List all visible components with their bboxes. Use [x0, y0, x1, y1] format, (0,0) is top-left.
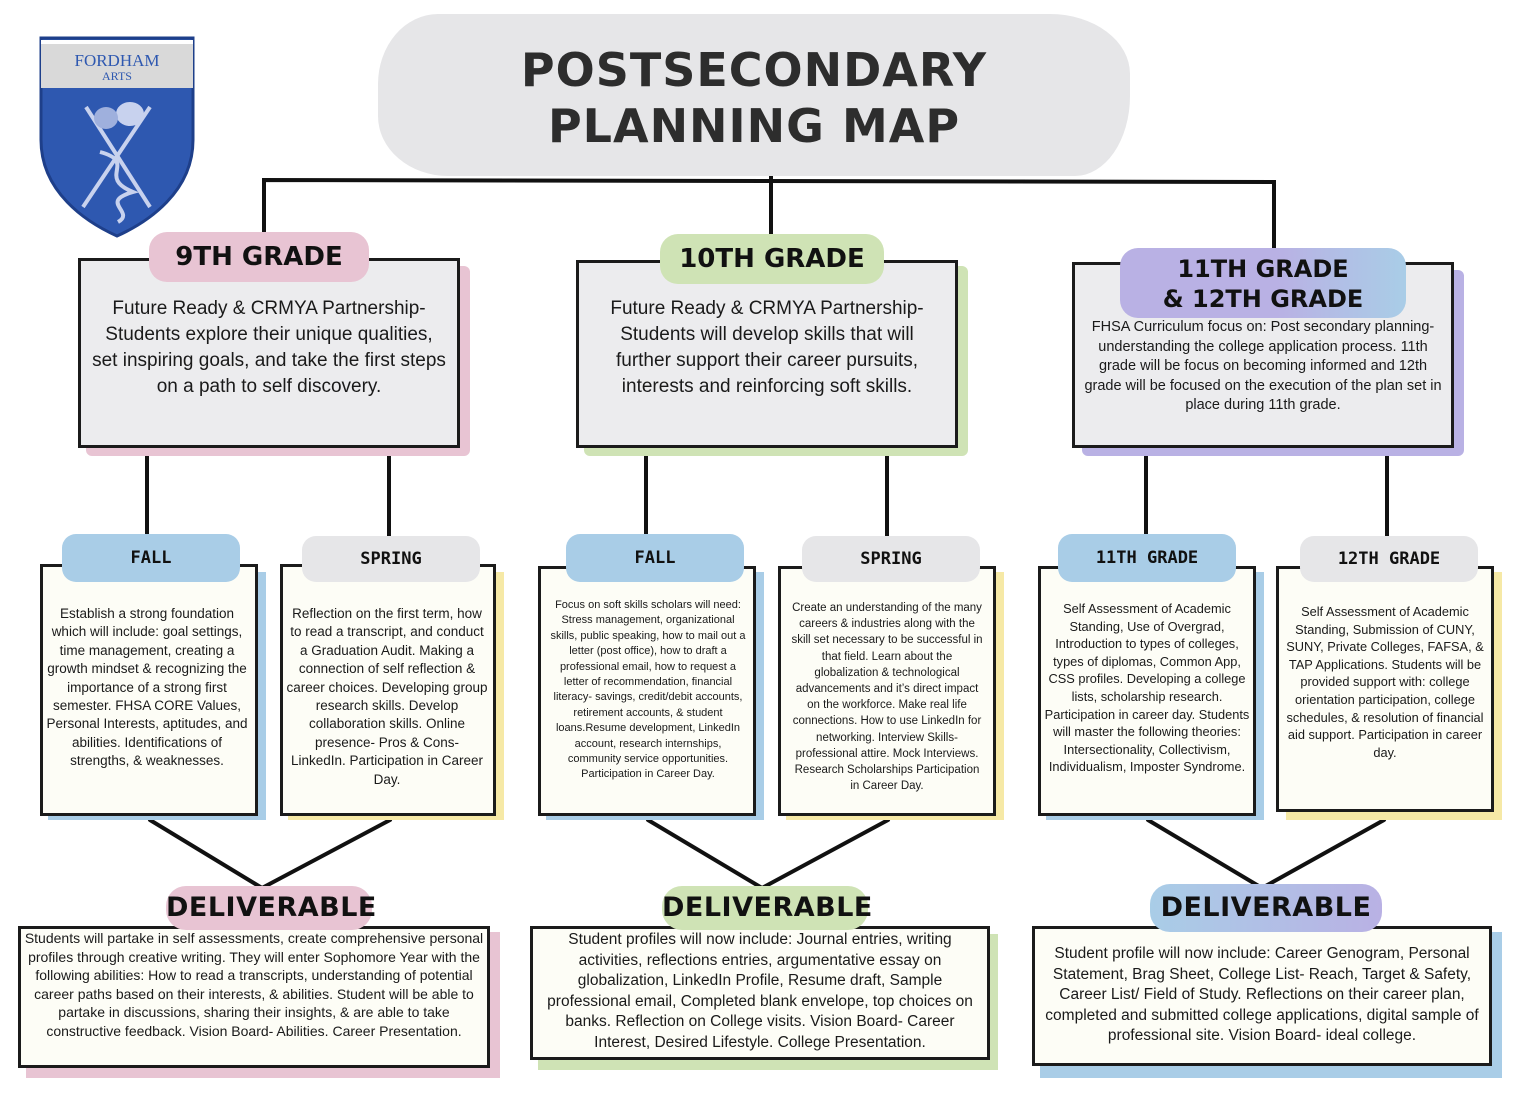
title-line-1: POSTSECONDARY	[520, 43, 988, 97]
grade10-spring-label: SPRING	[802, 536, 980, 582]
connector-9-deliverable	[148, 818, 392, 891]
grade10-spring-text: Create an understanding of the many care…	[791, 602, 983, 793]
grade11-label-line1: 11TH GRADE	[1177, 255, 1349, 283]
grade10-fall-box	[538, 566, 756, 816]
grade11-term-label: 11TH GRADE	[1058, 534, 1236, 582]
grade11-term-text: Self Assessment of Academic Standing, Us…	[1044, 601, 1250, 775]
grade9-deliverable-box	[18, 926, 490, 1068]
connector-10-deliverable	[646, 818, 890, 891]
connector-11-deliverable	[1146, 818, 1386, 891]
grade12-term-box	[1276, 566, 1494, 812]
grade9-fall-label: FALL	[62, 534, 240, 582]
grade10-box	[576, 260, 958, 448]
grade11-deliverable-text: Student profile will now include: Career…	[1045, 945, 1479, 1045]
grade9-spring-label: SPRING	[302, 536, 480, 582]
grade9-label: 9TH GRADE	[149, 232, 369, 282]
grade12-term-label: 12TH GRADE	[1300, 536, 1478, 582]
grade12-term-text: Self Assessment of Academic Standing, Su…	[1286, 604, 1484, 760]
grade9-deliverable-label: DELIVERABLE	[166, 886, 376, 930]
grade10-fall-label: FALL	[566, 534, 744, 582]
grade9-description: Future Ready & CRMYA Partnership- Studen…	[92, 298, 446, 397]
grade11-label: 11TH GRADE & 12TH GRADE	[1120, 248, 1406, 318]
grade10-fall-text: Focus on soft skills scholars will need:…	[550, 599, 746, 781]
grade10-deliverable-label: DELIVERABLE	[662, 886, 872, 930]
grade11-description: FHSA Curriculum focus on: Post secondary…	[1084, 319, 1442, 413]
title-background	[378, 14, 1130, 176]
page-title: POSTSECONDARY PLANNING MAP	[378, 42, 1130, 154]
grade9-fall-text: Establish a strong foundation which will…	[46, 606, 248, 769]
grade10-deliverable-box	[530, 926, 990, 1060]
grade11-label-line2: & 12TH GRADE	[1162, 285, 1364, 313]
grade10-deliverable-text: Student profiles will now include: Journ…	[547, 931, 973, 1051]
grade11-deliverable-label: DELIVERABLE	[1150, 884, 1382, 932]
grade10-label: 10TH GRADE	[660, 234, 884, 284]
logo-text-1: FORDHAM	[74, 51, 159, 70]
grade9-deliverable-text: Students will partake in self assessment…	[24, 930, 484, 1039]
fordham-arts-logo: FORDHAM ARTS	[39, 36, 195, 238]
grade11-deliverable-box	[1032, 926, 1492, 1066]
logo-text-2: ARTS	[102, 69, 132, 83]
title-line-2: PLANNING MAP	[547, 99, 961, 153]
grade10-description: Future Ready & CRMYA Partnership- Studen…	[610, 298, 924, 397]
grade9-spring-text: Reflection on the first term, how to rea…	[286, 606, 488, 787]
